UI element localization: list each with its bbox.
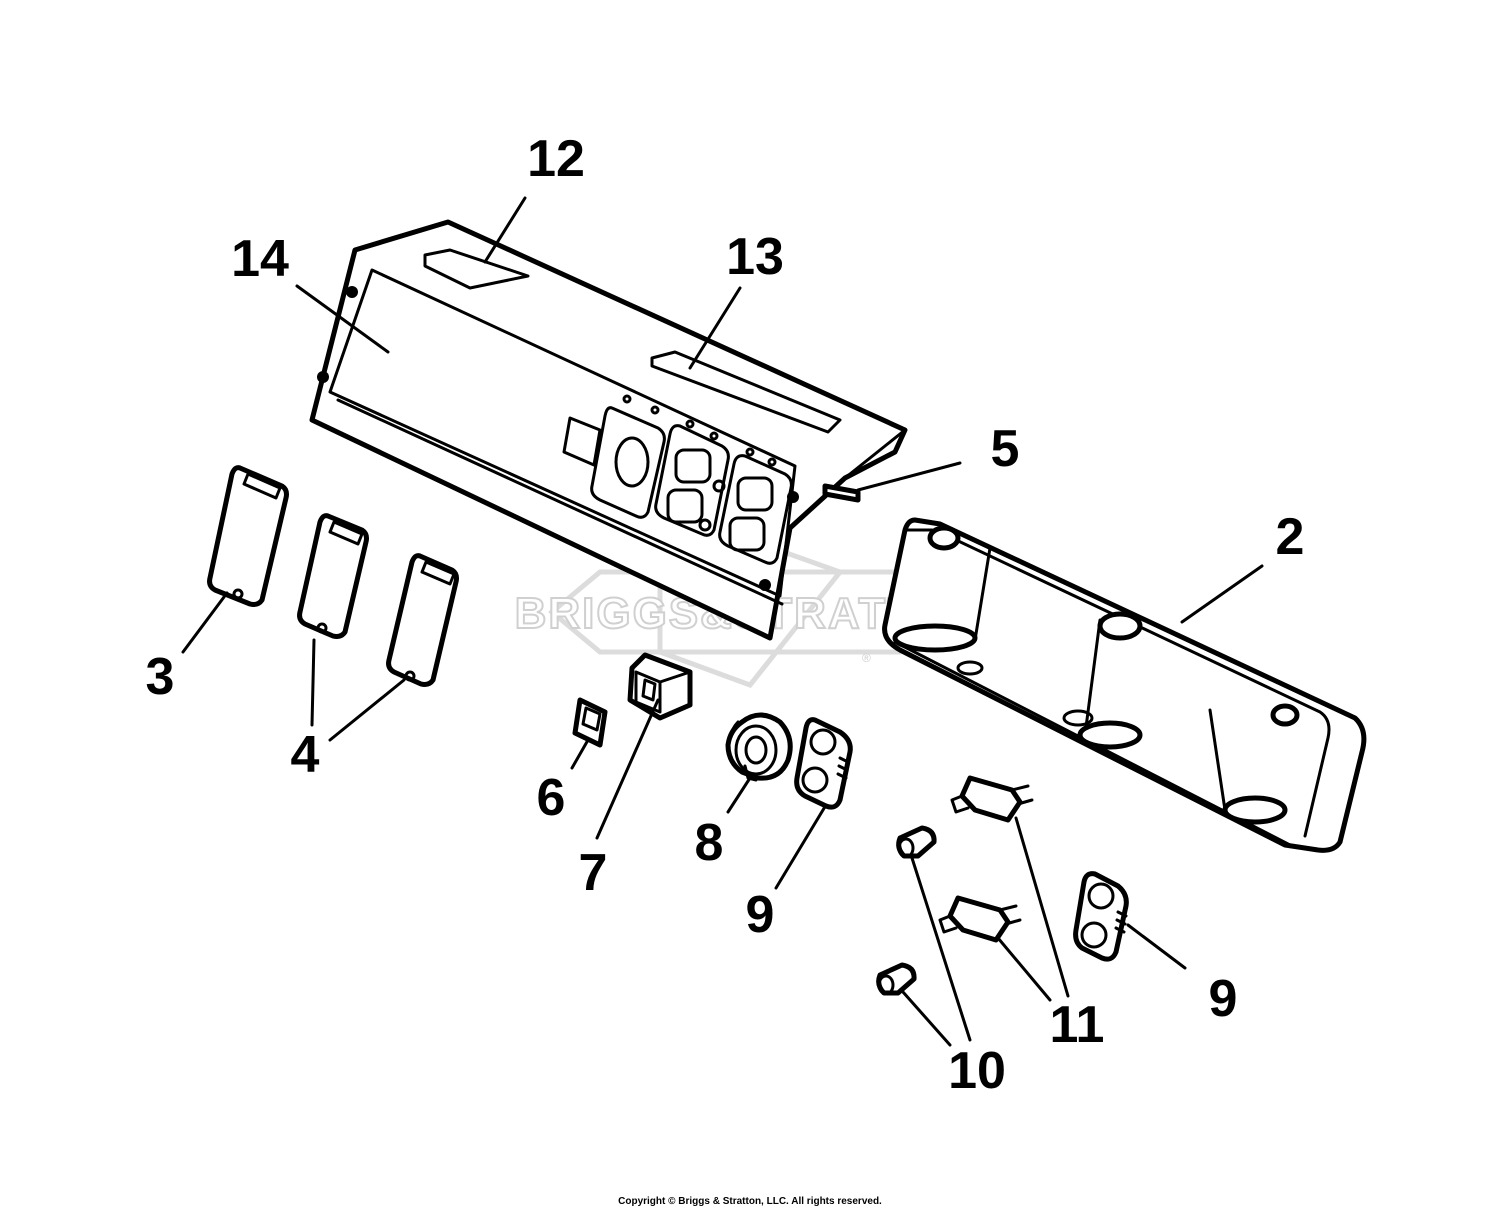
circuit-breaker-part-11b xyxy=(938,895,1022,943)
outlet-cover-part-3 xyxy=(207,465,289,607)
leader-lines xyxy=(181,196,1264,1047)
twist-lock-receptacle-part-8 xyxy=(725,712,793,782)
callout-11: 11 xyxy=(1050,996,1105,1054)
copyright-notice: Copyright © Briggs & Stratton, LLC. All … xyxy=(618,1196,882,1207)
circuit-breaker-part-11a xyxy=(950,775,1034,823)
duplex-receptacle-part-9b xyxy=(1073,871,1129,962)
callout-14: 14 xyxy=(231,230,289,288)
callout-2: 2 xyxy=(1276,508,1305,566)
rear-housing-part-2 xyxy=(882,517,1367,853)
panel-outlet-openings xyxy=(590,394,793,565)
callout-7: 7 xyxy=(579,844,608,902)
callout-9-right: 9 xyxy=(1209,970,1238,1028)
control-panel-part-14 xyxy=(309,219,908,641)
breaker-button-part-10b xyxy=(876,962,917,996)
callout-13: 13 xyxy=(726,228,784,286)
callout-8: 8 xyxy=(695,814,724,872)
rocker-switch-part-7 xyxy=(627,652,693,721)
callout-4: 4 xyxy=(291,726,320,784)
breaker-button-part-10a xyxy=(896,825,937,859)
switch-part-6 xyxy=(572,697,608,748)
callout-9-left: 9 xyxy=(746,886,775,944)
callout-10: 10 xyxy=(948,1042,1006,1100)
callout-6: 6 xyxy=(537,769,566,827)
callout-5: 5 xyxy=(991,420,1020,478)
callout-12: 12 xyxy=(527,130,585,188)
watermark-registered-mark: ® xyxy=(862,651,871,665)
callout-3: 3 xyxy=(146,648,175,706)
decal-part-12 xyxy=(423,248,530,290)
decal-part-13 xyxy=(650,350,842,434)
outlet-cover-part-4a xyxy=(297,513,369,639)
outlet-cover-part-4b xyxy=(386,553,459,687)
callout-labels: 12 14 13 5 2 3 4 6 7 8 9 9 11 10 xyxy=(146,130,1305,1100)
duplex-receptacle-part-9a xyxy=(794,717,853,810)
ground-strip-part-5 xyxy=(822,483,861,503)
